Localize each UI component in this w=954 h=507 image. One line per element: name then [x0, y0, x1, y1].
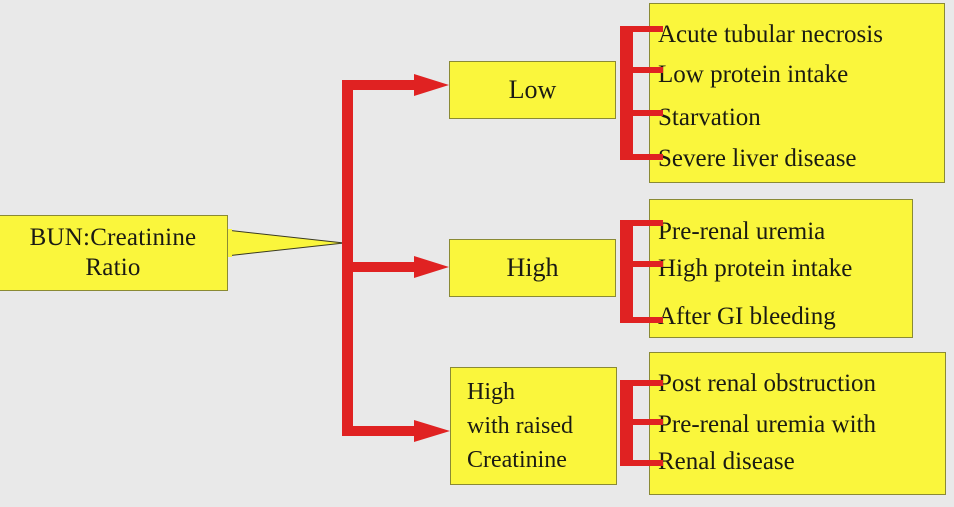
- branch-node-low[interactable]: Low: [449, 61, 616, 119]
- cause-item-high-raised-2[interactable]: Pre-renal uremia with: [658, 411, 876, 438]
- causes-panel-high: [649, 199, 913, 338]
- branch-node-high[interactable]: High: [449, 239, 616, 297]
- branch-node-high-raised-line-3: Creatinine: [467, 447, 567, 473]
- callout-tail: [226, 229, 344, 257]
- causes-panel-high-with-raised-creatinine: [649, 352, 946, 495]
- bracket-high-with-raised-creatinine: [620, 380, 663, 466]
- causes-panel-low: [649, 3, 945, 183]
- branch-node-high-with-raised-creatinine[interactable]: High with raised Creatinine: [450, 367, 617, 485]
- root-node-line-2: Ratio: [85, 254, 141, 281]
- cause-item-low-3[interactable]: Starvation: [658, 104, 761, 131]
- cause-item-low-1[interactable]: Acute tubular necrosis: [658, 21, 883, 48]
- branch-node-high-raised-line-2: with raised: [467, 413, 573, 439]
- trunk-connector: [342, 80, 353, 436]
- cause-item-high-3[interactable]: After GI bleeding: [658, 303, 836, 330]
- bracket-high: [620, 220, 663, 323]
- branch-node-high-label: High: [506, 253, 559, 282]
- root-node-line-1: BUN:Creatinine: [29, 224, 197, 251]
- bracket-low: [620, 26, 663, 160]
- arrow-to-high-with-raised-creatinine: [342, 420, 450, 442]
- cause-item-high-raised-3[interactable]: Renal disease: [658, 448, 795, 475]
- root-node-bun-creatinine-ratio[interactable]: BUN:Creatinine Ratio: [0, 215, 228, 291]
- arrow-to-high: [342, 256, 449, 278]
- cause-item-high-raised-1[interactable]: Post renal obstruction: [658, 370, 877, 397]
- branch-node-low-label: Low: [508, 75, 557, 104]
- cause-item-low-4[interactable]: Severe liver disease: [658, 145, 857, 172]
- cause-item-high-1[interactable]: Pre-renal uremia: [658, 218, 826, 245]
- cause-item-low-2[interactable]: Low protein intake: [658, 61, 849, 88]
- branch-node-high-raised-line-1: High: [467, 379, 515, 405]
- cause-item-high-2[interactable]: High protein intake: [658, 255, 853, 282]
- arrow-to-low: [342, 74, 449, 96]
